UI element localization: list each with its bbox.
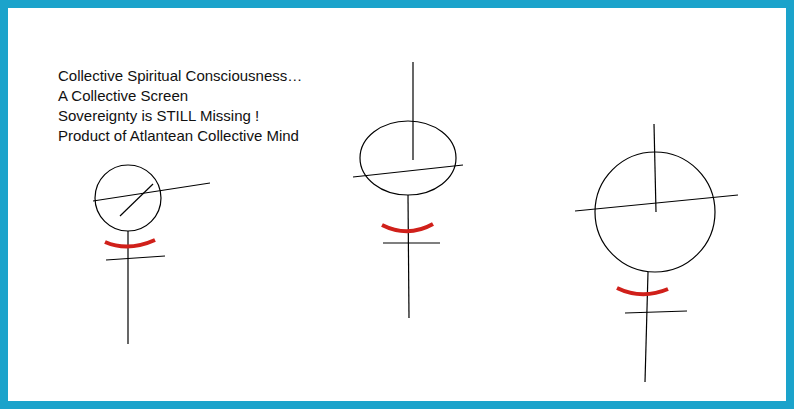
stick-figure (93, 165, 210, 344)
note-line: Product of Atlantean Collective Mind (58, 126, 302, 146)
red-arc (382, 224, 433, 231)
stick-figure (353, 62, 463, 318)
note-line: A Collective Screen (58, 86, 302, 106)
frame-border (4, 4, 790, 405)
note-line: Sovereignty is STILL Missing ! (58, 106, 302, 126)
note-line: Collective Spiritual Consciousness… (58, 66, 302, 86)
red-arc (617, 288, 668, 294)
note-block: Collective Spiritual Consciousness…A Col… (58, 66, 302, 146)
red-arc (105, 240, 155, 247)
stick-figure (575, 124, 738, 382)
